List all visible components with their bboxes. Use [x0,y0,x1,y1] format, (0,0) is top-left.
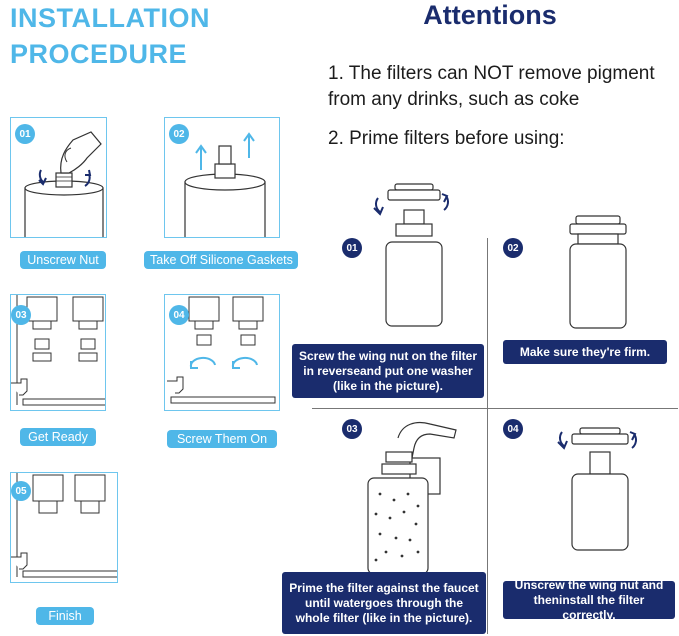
prime-step-02-badge: 02 [503,238,523,258]
step-05-panel: 05 [10,472,118,583]
step-04-panel: 04 [164,294,280,411]
prime-step-03-illustration [367,421,457,575]
installation-title-line2: PROCEDURE [10,39,188,69]
step-04-badge: 04 [169,305,189,325]
step-03-panel: 03 [10,294,106,411]
get-ready-illustration [11,295,105,406]
quadrant-divider-vertical [487,238,488,634]
quadrant-divider-horizontal [312,408,678,409]
prime-step-04-badge: 04 [503,419,523,439]
note-prime-filters: 2. Prime filters before using: [328,128,565,149]
note-pigment: 1. The filters can NOT remove pigment fr… [328,63,655,110]
prime-step-01-caption: Screw the wing nut on the filter in reve… [292,344,484,398]
finish-illustration [11,473,117,578]
prime-step-01-illustration [373,183,449,327]
remove-gaskets-illustration [184,132,266,237]
step-03-badge: 03 [11,305,31,325]
prime-step-03-caption: Prime the filter against the faucet unti… [282,572,486,634]
step-01-panel: 01 [10,117,107,238]
step-05-badge: 05 [11,481,31,501]
step-02-badge: 02 [169,124,189,144]
step-01-badge: 01 [15,124,35,144]
attentions-title: Attentions [423,0,557,30]
step-02-panel: 02 [164,117,280,238]
step-05-label: Finish [36,607,94,625]
prime-step-02-illustration [569,215,627,329]
step-02-label: Take Off Silicone Gaskets [144,251,298,269]
prime-step-04-illustration [557,427,637,551]
step-01-label: Unscrew Nut [20,251,106,269]
unscrew-nut-illustration [24,131,104,237]
step-03-label: Get Ready [20,428,96,446]
prime-step-02-caption: Make sure they're firm. [503,340,667,364]
screw-on-illustration [167,296,276,404]
installation-title-line1: INSTALLATION [10,3,210,33]
prime-step-04-caption: Unscrew the wing nut and theninstall the… [503,578,675,622]
prime-step-03-badge: 03 [342,419,362,439]
prime-step-01-badge: 01 [342,238,362,258]
step-04-label: Screw Them On [167,430,277,448]
installation-title: INSTALLATION PROCEDURE [10,0,310,72]
